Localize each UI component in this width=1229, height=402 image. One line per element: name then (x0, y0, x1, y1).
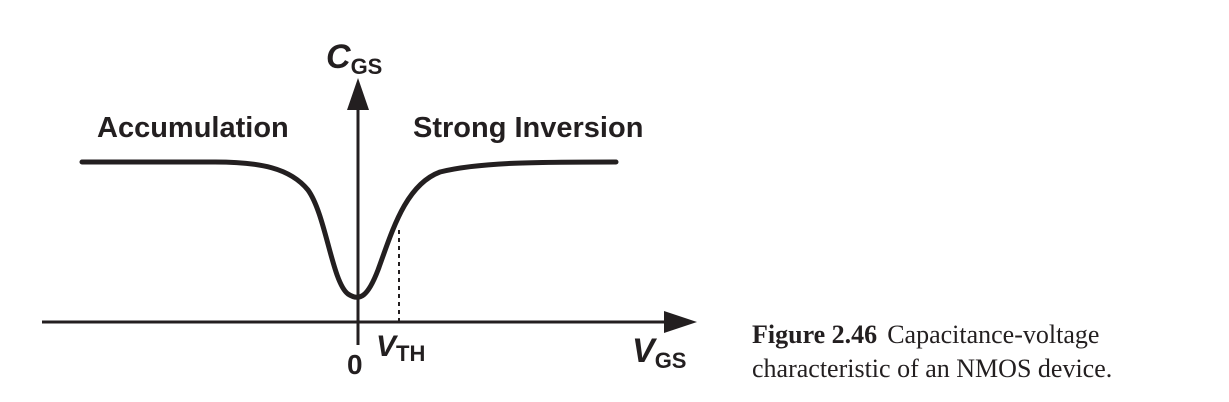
y-axis-arrowhead-icon (347, 78, 369, 110)
accumulation-label: Accumulation (97, 112, 289, 144)
threshold-label-main: V (376, 330, 399, 363)
y-axis-label: CGS (326, 38, 382, 79)
strong-inversion-label: Strong Inversion (413, 112, 643, 144)
cv-curve (79, 159, 619, 300)
x-axis-label-sub: GS (655, 348, 687, 373)
figure-number: Figure 2.46 (752, 320, 878, 349)
x-axis-label-main: V (632, 332, 658, 370)
threshold-label: VTH (376, 330, 425, 366)
threshold-label-sub: TH (396, 341, 425, 366)
x-axis-label: VGS (632, 332, 686, 373)
origin-label: 0 (347, 349, 363, 380)
y-axis-label-main: C (326, 38, 351, 76)
figure-caption-text: Capacitance-voltage characteristic of an… (752, 320, 1113, 383)
x-axis-arrowhead-icon (664, 311, 697, 333)
y-axis-label-sub: GS (351, 54, 383, 79)
